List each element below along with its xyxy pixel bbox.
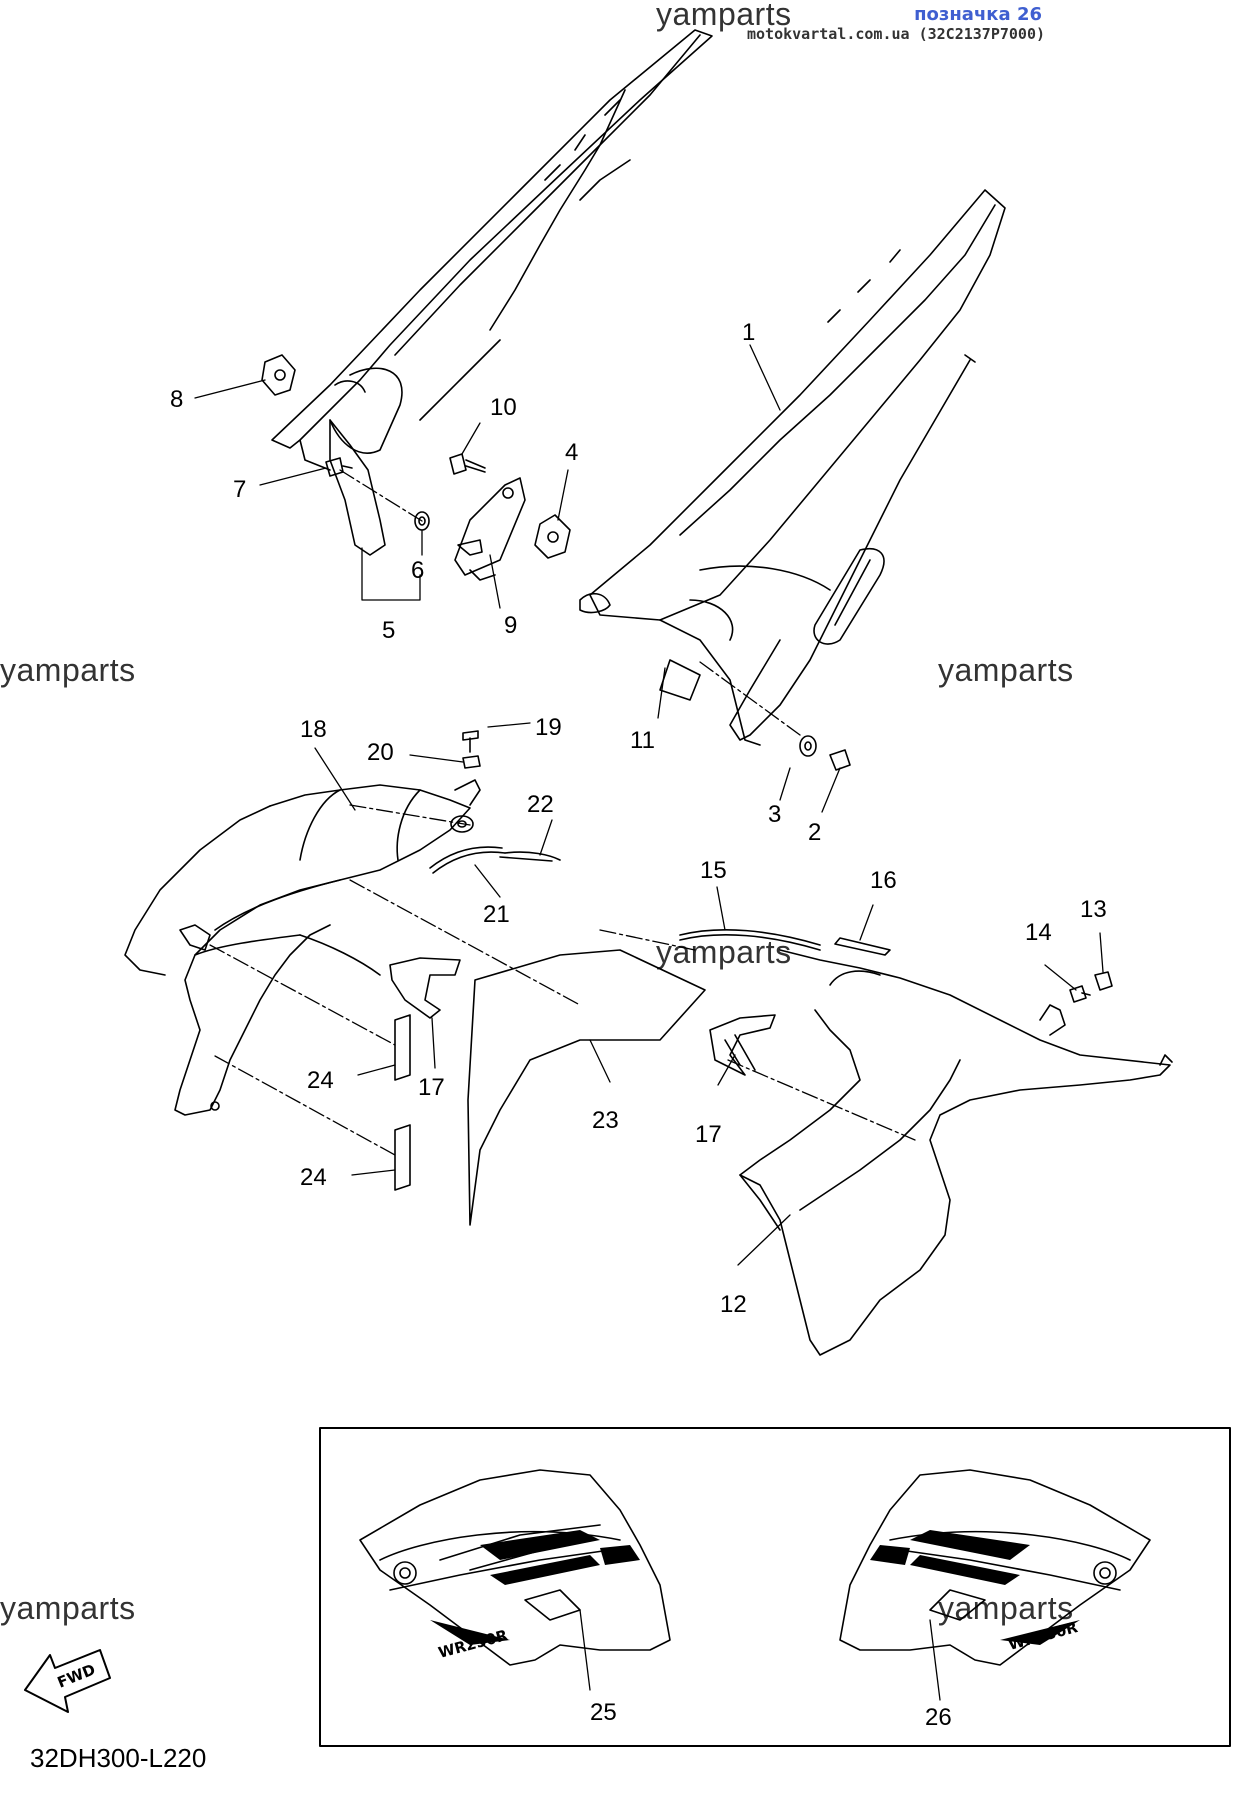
right-side-cover <box>579 189 1006 746</box>
part-label: 24 <box>307 1067 334 1094</box>
part-label: 7 <box>233 476 246 503</box>
part-label: 12 <box>720 1291 747 1318</box>
watermark: yamparts <box>938 652 1074 688</box>
decal-26: WR250R <box>839 1469 1151 1666</box>
part-label: 26 <box>925 1704 952 1731</box>
fwd-arrow-icon: FWD <box>24 1649 111 1713</box>
part-label: 3 <box>768 801 781 828</box>
part-label: 8 <box>170 386 183 413</box>
fasteners-19-20 <box>462 730 481 769</box>
fasteners-upper <box>261 354 851 771</box>
part-label: 18 <box>300 716 327 743</box>
leader-lines <box>194 344 1104 1266</box>
part-label: 6 <box>411 557 424 584</box>
decal-26-text: WR250R <box>1006 1618 1080 1654</box>
part-label: 1 <box>742 319 755 346</box>
decal-inset-box: WR250R WR250R <box>319 1427 1231 1747</box>
seal-parts-21-22 <box>429 815 561 874</box>
watermark: yamparts <box>656 0 792 32</box>
part-label: 21 <box>483 901 510 928</box>
part-label: 5 <box>382 617 395 644</box>
left-side-cover-upper <box>271 29 713 556</box>
part-label: 23 <box>592 1107 619 1134</box>
diagram-code: 32DH300-L220 <box>30 1743 207 1773</box>
watermark: yamparts <box>0 1590 136 1626</box>
part-label: 17 <box>695 1121 722 1148</box>
part-label: 14 <box>1025 919 1052 946</box>
fasteners-13-14 <box>1069 971 1113 1003</box>
watermark: yamparts <box>0 652 136 688</box>
part-label: 22 <box>527 791 554 818</box>
part-label: 10 <box>490 394 517 421</box>
header-subtitle: motokvartal.com.ua (32C2137P7000) <box>746 25 1045 43</box>
part-label: 9 <box>504 612 517 639</box>
bracket-part-9 <box>454 477 526 581</box>
part-label: 17 <box>418 1074 445 1101</box>
part-label: 25 <box>590 1699 617 1726</box>
part-label: 19 <box>535 714 562 741</box>
strip-parts-15-16 <box>679 929 891 956</box>
part-label: 2 <box>808 819 821 846</box>
watermark: yamparts <box>656 934 792 970</box>
guard-part-17-left <box>389 957 461 1019</box>
part-label: 15 <box>700 857 727 884</box>
part-number-labels: 1 2 3 4 5 6 7 8 9 10 11 12 13 14 15 16 1… <box>170 319 1107 1731</box>
assembly-lines <box>209 469 916 1156</box>
part-label: 16 <box>870 867 897 894</box>
header-title: позначка 26 <box>914 4 1042 25</box>
part-label: 11 <box>630 727 655 754</box>
part-label: 24 <box>300 1164 327 1191</box>
decal-25: WR250R <box>359 1469 671 1666</box>
decal-parts-24 <box>394 1014 411 1191</box>
left-shroud <box>124 779 481 1116</box>
right-shroud <box>709 949 1173 1356</box>
part-label: 20 <box>367 739 394 766</box>
part-label: 13 <box>1080 896 1107 923</box>
part-label: 4 <box>565 439 578 466</box>
cover-part-23 <box>467 949 706 1226</box>
